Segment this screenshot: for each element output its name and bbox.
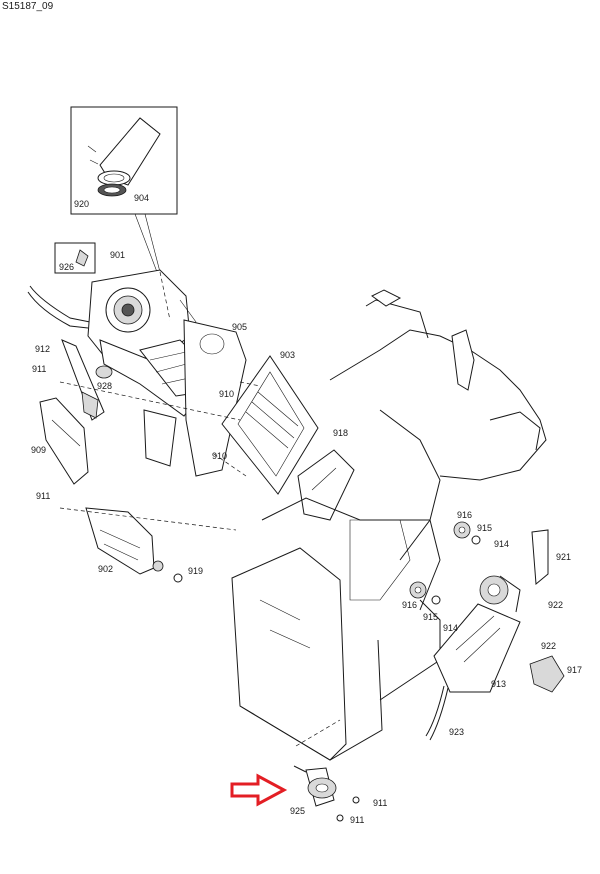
callout-913: 913 bbox=[491, 679, 506, 689]
part-917 bbox=[529, 655, 565, 693]
washer-915-b bbox=[431, 595, 441, 605]
callout-905: 905 bbox=[232, 322, 247, 332]
gear-916-a bbox=[453, 521, 471, 539]
callout-902: 902 bbox=[98, 564, 113, 574]
detail-inset bbox=[70, 106, 178, 215]
callout-904: 904 bbox=[134, 193, 149, 203]
callout-912: 912 bbox=[35, 344, 50, 354]
callout-916-b: 916 bbox=[402, 600, 417, 610]
callout-922-a: 922 bbox=[548, 600, 563, 610]
callout-914-a: 914 bbox=[494, 539, 509, 549]
callout-909: 909 bbox=[31, 445, 46, 455]
washer-919 bbox=[173, 573, 183, 583]
callout-901: 901 bbox=[110, 250, 125, 260]
brew-unit-901 bbox=[27, 269, 211, 417]
cable-923 bbox=[425, 685, 445, 737]
callout-917: 917 bbox=[567, 665, 582, 675]
callout-923: 923 bbox=[449, 727, 464, 737]
motor-913 bbox=[433, 575, 521, 693]
callout-911-d: 911 bbox=[350, 815, 364, 825]
callout-920: 920 bbox=[74, 199, 89, 209]
callout-911-b: 911 bbox=[36, 491, 50, 501]
gear-916-b bbox=[409, 581, 427, 599]
callout-910-a: 910 bbox=[219, 389, 234, 399]
part-909 bbox=[39, 391, 99, 485]
part-902 bbox=[85, 507, 164, 575]
part-928 bbox=[95, 365, 113, 379]
callout-914-b: 914 bbox=[443, 623, 458, 633]
assembly-lines bbox=[59, 271, 341, 747]
callout-915-a: 915 bbox=[477, 523, 492, 533]
part-912 bbox=[61, 339, 105, 421]
callout-915-b: 915 bbox=[423, 612, 438, 622]
callout-911-a: 911 bbox=[32, 364, 46, 374]
drawing-id: S15187_09 bbox=[2, 1, 54, 12]
highlight-arrow-icon bbox=[230, 773, 288, 807]
part-921 bbox=[531, 529, 549, 586]
callout-919: 919 bbox=[188, 566, 203, 576]
callout-921: 921 bbox=[556, 552, 571, 562]
callout-916-a: 916 bbox=[457, 510, 472, 520]
callout-926: 926 bbox=[59, 262, 74, 272]
part-918 bbox=[297, 449, 355, 521]
callout-903: 903 bbox=[280, 350, 295, 360]
callout-911-c: 911 bbox=[373, 798, 387, 808]
washer-915-a bbox=[471, 535, 481, 545]
callout-928: 928 bbox=[97, 381, 112, 391]
callout-910-b: 910 bbox=[212, 451, 227, 461]
callout-918: 918 bbox=[333, 428, 348, 438]
panel-903 bbox=[221, 355, 319, 495]
callout-922-b: 922 bbox=[541, 641, 556, 651]
part-926-box bbox=[54, 242, 96, 274]
pump-925 bbox=[293, 765, 337, 807]
housing-905 bbox=[143, 319, 247, 477]
inset-leader bbox=[134, 213, 158, 273]
callout-925: 925 bbox=[290, 806, 305, 816]
main-chassis bbox=[231, 289, 547, 761]
